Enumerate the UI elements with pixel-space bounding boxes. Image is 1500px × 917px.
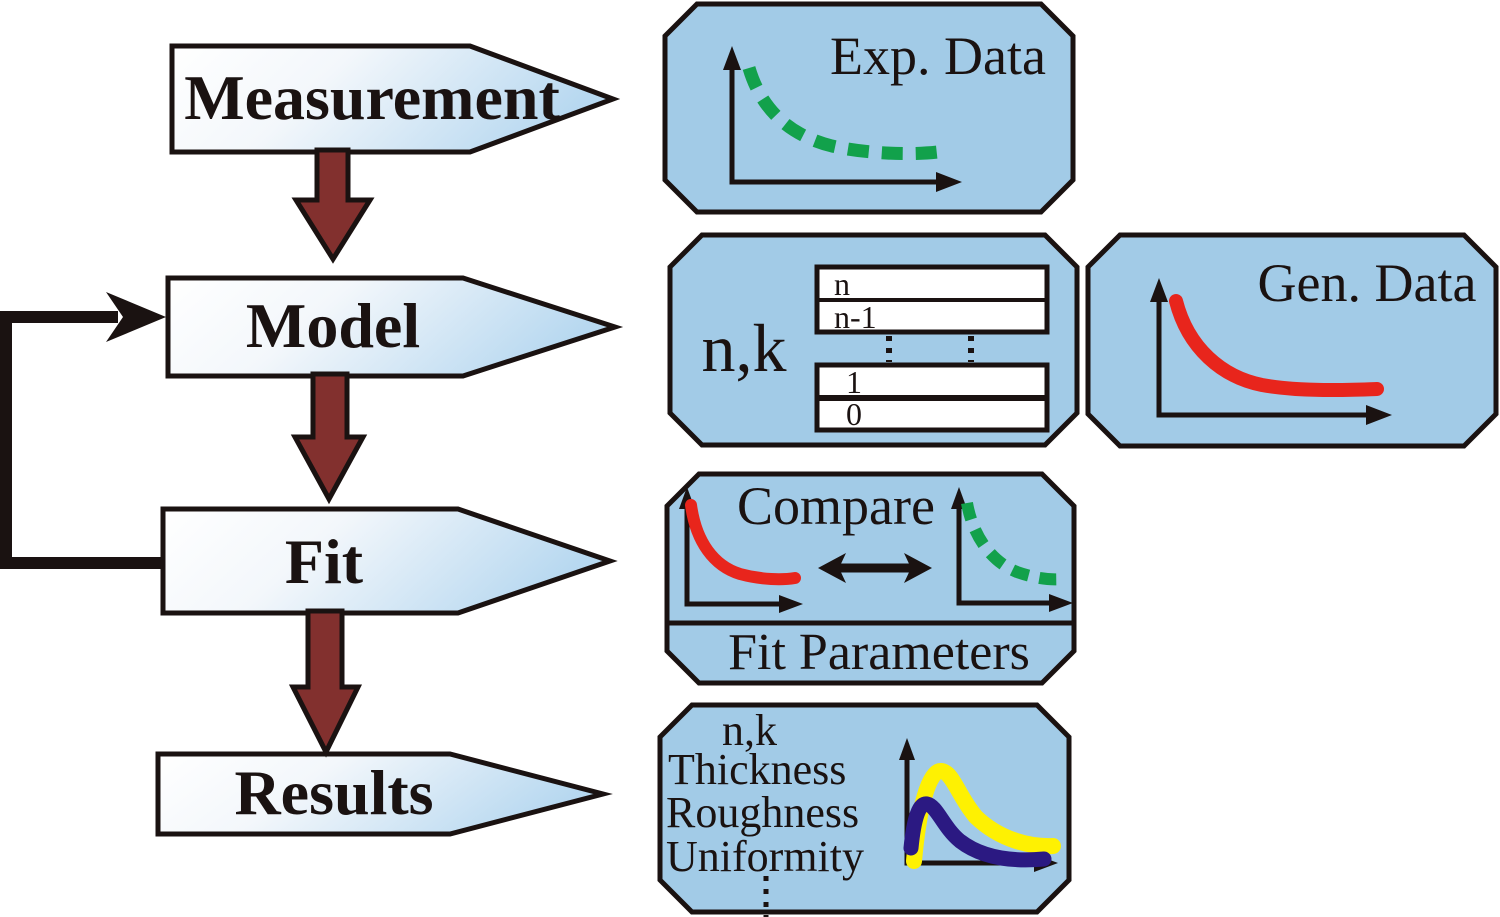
- results-item-uniformity: Uniformity: [666, 832, 864, 881]
- results-step-shape: [155, 751, 613, 837]
- compare-double-arrow-icon: [818, 553, 932, 583]
- gen-data-title: Gen. Data: [1257, 253, 1477, 313]
- model-step-label: Model: [245, 290, 421, 361]
- fit-parameters-label: Fit Parameters: [728, 624, 1030, 681]
- exp-data-panel: [662, 1, 1076, 215]
- feedback-arrow-icon: [0, 292, 166, 569]
- fit-step-shape: [160, 506, 618, 616]
- red-solid-curve-small: [685, 499, 801, 586]
- results-item-roughness: Roughness: [666, 788, 860, 837]
- nk-label: n,k: [701, 310, 787, 386]
- measurement-step-label: Measurement: [184, 62, 560, 133]
- compare-title: Compare: [737, 476, 935, 536]
- layer-n-label: n: [834, 266, 850, 302]
- down-arrow-model-fit-icon: [290, 371, 368, 505]
- compare-panel: [664, 471, 1077, 686]
- green-dashed-curve: [742, 66, 939, 161]
- layer-stack-icon: [814, 264, 1050, 433]
- gen-data-panel: [1085, 232, 1499, 449]
- fit-step-label: Fit: [284, 526, 364, 597]
- down-arrow-fit-results-icon: [288, 608, 363, 758]
- model-step-shape: [165, 275, 624, 379]
- exp-data-title: Exp. Data: [830, 26, 1046, 86]
- navy-curve: [903, 796, 1052, 868]
- layer-0-label: 0: [846, 396, 862, 432]
- compare-right-plot-icon: [951, 487, 1073, 612]
- red-solid-curve: [1169, 294, 1384, 398]
- measurement-step-shape: [169, 43, 621, 155]
- results-item-nk: n,k: [722, 706, 777, 755]
- layer-1-label: 1: [846, 364, 862, 400]
- layer-n-1-label: n-1: [834, 299, 877, 335]
- green-dashed-curve-small: [961, 501, 1063, 586]
- results-step-label: Results: [234, 757, 434, 828]
- gen-data-plot-icon: [1150, 278, 1392, 425]
- down-arrow-measurement-model-icon: [291, 147, 375, 264]
- results-panel: [657, 702, 1072, 915]
- results-plot-icon: [899, 738, 1061, 872]
- exp-data-plot-icon: [723, 46, 962, 192]
- results-item-thickness: Thickness: [668, 745, 847, 794]
- compare-left-plot-icon: [679, 487, 803, 613]
